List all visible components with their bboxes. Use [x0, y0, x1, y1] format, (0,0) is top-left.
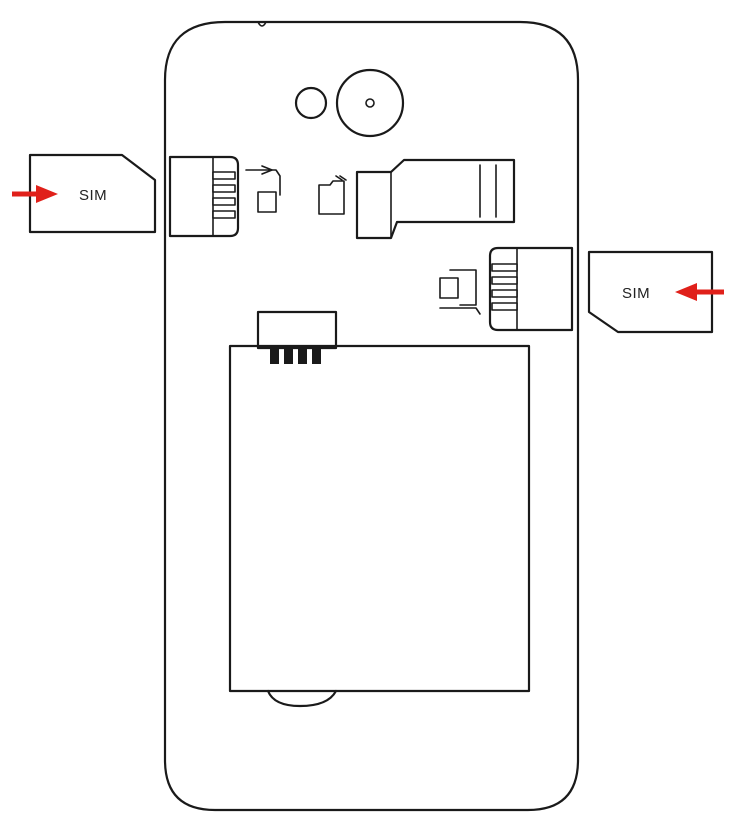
right-arrow-head: [675, 283, 697, 301]
sim-slot-icon: [245, 165, 281, 213]
left-sim-card: SIM: [28, 153, 157, 234]
battery-compartment: [228, 310, 531, 708]
left-sim-label: SIM: [79, 187, 107, 204]
microsd-card-icon: [318, 175, 347, 215]
sim-slot-icon: [439, 269, 481, 315]
right-arrow-icon: [675, 283, 724, 301]
left-arrow-icon: [12, 185, 58, 203]
right-sim-slot: [488, 246, 574, 332]
left-arrow-head: [36, 185, 58, 203]
right-sim-card: SIM: [587, 250, 714, 334]
microsd-slot: [355, 158, 516, 240]
flash-icon: [294, 86, 328, 120]
left-sim-slot: [168, 155, 240, 238]
camera-lens-icon: [335, 68, 405, 138]
right-sim-label: SIM: [622, 285, 650, 302]
phone-body: [163, 20, 580, 812]
